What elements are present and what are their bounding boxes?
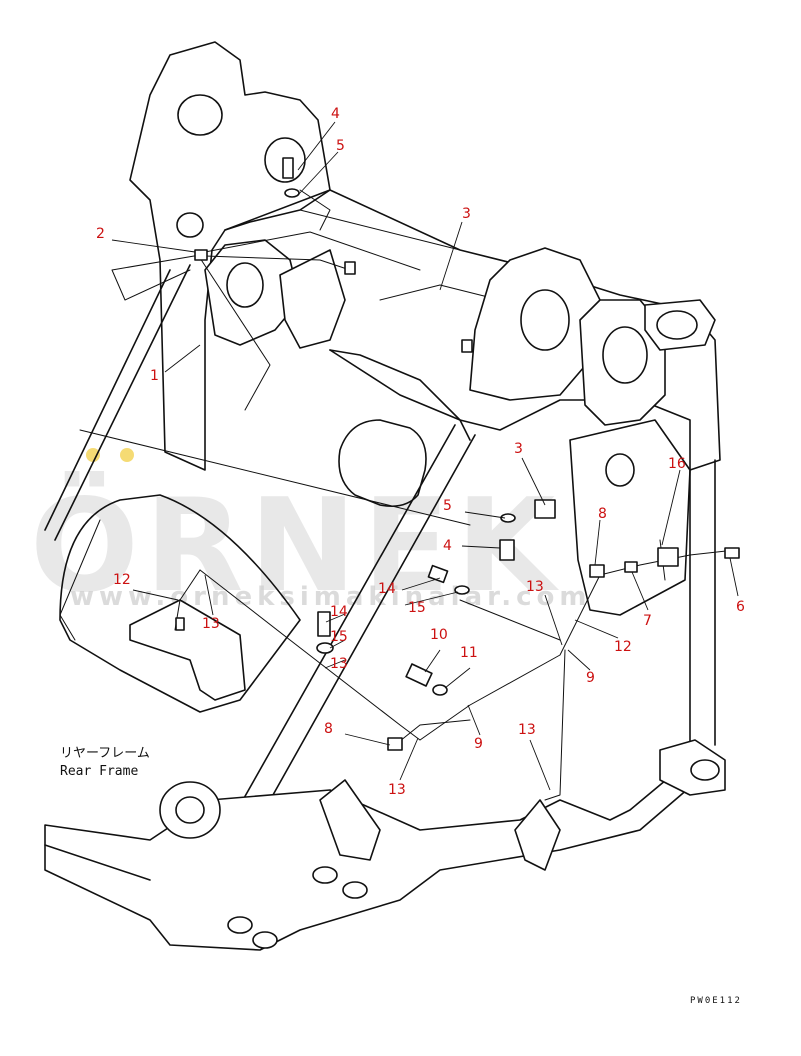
fitting-12a [175, 617, 185, 631]
left-lower-panel [59, 494, 301, 713]
hose-5 [299, 189, 331, 231]
callout-9: 9 [586, 670, 595, 686]
callout-5: 5 [336, 138, 345, 154]
bottom-bracket [514, 799, 561, 871]
callout-8: 8 [598, 506, 607, 522]
leader-lines [111, 121, 739, 791]
callout-13: 13 [518, 722, 536, 738]
hardware [175, 157, 740, 751]
left-pin-hole [177, 94, 223, 136]
clamp-right [461, 339, 473, 353]
callout-5: 5 [443, 498, 452, 514]
bottom-frame-edge [44, 844, 151, 881]
callout-13: 13 [202, 616, 220, 632]
washer-5-mid [500, 513, 516, 523]
deck-line-2 [379, 284, 501, 301]
watermark: ÖRNEK www.orneksimakinalar.com.tr [30, 448, 642, 621]
callout-13: 13 [526, 579, 544, 595]
cross-line [79, 429, 471, 526]
callout-15: 15 [408, 600, 426, 616]
hose-3-b [204, 255, 351, 271]
callout-3: 3 [514, 441, 523, 457]
bottom-left-hole [175, 796, 205, 824]
top-deck [224, 189, 721, 471]
block-16 [657, 547, 679, 567]
callout-12: 12 [113, 572, 131, 588]
fitting-7 [624, 561, 638, 573]
callouts: 4 5 3 2 1 3 16 5 8 4 12 13 14 15 13 7 6 … [96, 106, 745, 798]
callout-8: 8 [324, 721, 333, 737]
callout-14: 14 [378, 581, 396, 597]
deck-line [299, 209, 461, 251]
callout-11: 11 [460, 645, 478, 661]
callout-4: 4 [443, 538, 452, 554]
clamp-3-mid [534, 499, 556, 519]
side-plate-hole [605, 453, 635, 487]
clamp-3-top [344, 261, 356, 275]
bottom-hole-3 [227, 916, 253, 934]
hose-12b [459, 599, 561, 641]
rear-frame [44, 41, 726, 951]
hinge-hole-left [226, 262, 264, 308]
washer-15b [316, 642, 334, 654]
left-rail-inner [54, 264, 191, 541]
bottom-gusset [319, 779, 381, 861]
hose-1 [199, 257, 271, 411]
washer-5-top [284, 188, 300, 198]
center-cutout [338, 419, 427, 508]
right-lower-hole [690, 759, 720, 781]
lubrication-lines [59, 189, 736, 801]
callout-4: 4 [331, 106, 340, 122]
bottom-hole-4 [252, 931, 278, 949]
hose-2 [111, 254, 201, 301]
callout-13: 13 [388, 782, 406, 798]
watermark-site: www.orneksimakinalar.com.tr [70, 582, 642, 612]
hose-left-loop [59, 519, 101, 641]
callout-9: 9 [474, 736, 483, 752]
callout-16: 16 [668, 456, 686, 472]
callout-14: 14 [330, 604, 348, 620]
watermark-dot-left [86, 448, 100, 462]
callout-10: 10 [430, 627, 448, 643]
right-side-plate [569, 419, 691, 616]
bolt-10 [405, 663, 433, 687]
fitting-8a [589, 564, 605, 578]
washer-15a [454, 585, 470, 595]
right-pin-hole-1 [520, 289, 570, 351]
bolt-4-mid [499, 539, 515, 561]
callout-1: 1 [150, 368, 159, 384]
flange-hole [656, 310, 698, 340]
left-rail-outer [44, 269, 171, 531]
callout-13: 13 [330, 656, 348, 672]
bolt-14b [317, 611, 331, 637]
watermark-dot-right [120, 448, 134, 462]
caption-japanese: リヤーフレーム [60, 746, 150, 761]
fitting-6 [724, 547, 740, 559]
bolt-4-top [282, 157, 294, 179]
callout-15: 15 [330, 629, 348, 645]
deck-edge [329, 349, 471, 441]
caption-english: Rear Frame [60, 764, 138, 779]
callout-12: 12 [614, 639, 632, 655]
hose-3-top [204, 231, 421, 271]
hose-8b [394, 719, 471, 746]
hose-13e [544, 649, 566, 801]
bottom-frame [44, 759, 711, 951]
left-hinge-plate [279, 249, 346, 349]
bottom-hole-2 [342, 881, 368, 899]
right-pin-hole-2 [602, 326, 648, 384]
fitting-8b [387, 737, 403, 751]
left-boss [176, 212, 204, 238]
callout-2: 2 [96, 226, 105, 242]
washer-11 [432, 684, 448, 696]
drawing-code: PW0E112 [690, 996, 742, 1006]
left-bracket [129, 599, 246, 701]
fitting-2 [194, 249, 208, 261]
callout-6: 6 [736, 599, 745, 615]
callout-7: 7 [643, 613, 652, 629]
bottom-hole-1 [312, 866, 338, 884]
callout-3: 3 [462, 206, 471, 222]
